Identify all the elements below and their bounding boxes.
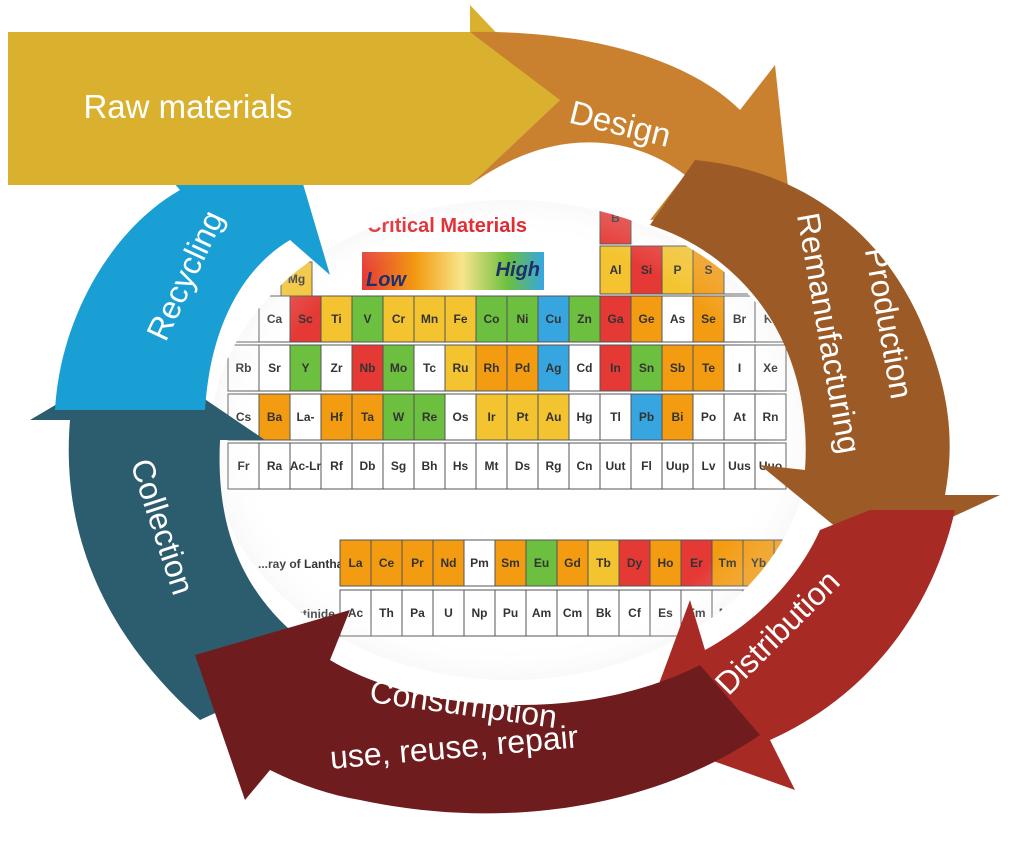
production-arrow	[650, 160, 1000, 555]
svg-text:Lu: Lu	[782, 556, 797, 570]
raw-materials-label: Raw materials	[83, 88, 292, 125]
critical-materials-globe: KCaScTiVCrMnFeCoNiCuZnGaGeAsSeBrKrRbSrYZ…	[210, 200, 810, 680]
svg-text:K: K	[239, 312, 248, 326]
recycling-arrow	[55, 140, 330, 410]
raw-materials-arrow	[8, 5, 560, 185]
collection-arrow	[30, 355, 330, 720]
consumption-arrow	[195, 610, 760, 814]
